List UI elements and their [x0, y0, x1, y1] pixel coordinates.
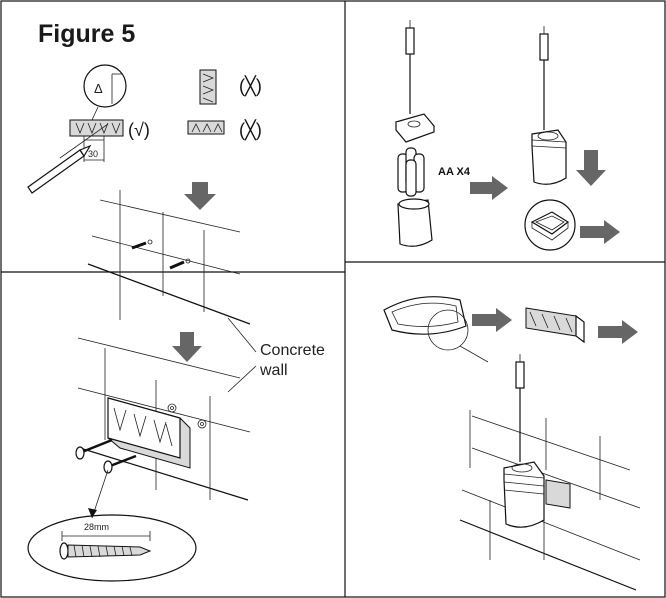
arrow-down-3	[576, 150, 606, 186]
ring-magnifier	[524, 199, 576, 251]
concrete-leader-1	[227, 317, 257, 353]
wall-bracket-mounted	[107, 397, 207, 469]
battery-lid	[395, 113, 436, 143]
drilled-wall	[87, 190, 251, 325]
arrow-right-3	[472, 308, 512, 332]
mount-bracket-correct: 30	[69, 119, 124, 162]
alignment-magnifier: Δ	[83, 64, 127, 121]
screws	[75, 438, 137, 519]
battery-housing	[397, 198, 433, 247]
assembled-device	[531, 129, 567, 185]
dimension-label: 30	[88, 149, 98, 159]
triangle-mark: Δ	[94, 81, 103, 96]
screw-length-label: 28mm	[84, 522, 109, 532]
batteries-label: AA X4	[438, 166, 471, 178]
cross-mark-bottom: (╳)	[239, 119, 262, 141]
power-cable-top	[405, 20, 415, 114]
final-wall	[459, 410, 641, 591]
mount-bracket-wrong-flipped	[187, 120, 225, 135]
power-cable-assembled	[539, 26, 549, 130]
bracket-side-view	[525, 307, 585, 344]
cross-mark-top: (╳)	[239, 75, 262, 97]
ring-gasket-large	[383, 296, 489, 363]
figure-title: Figure 5	[38, 20, 135, 48]
arrow-right-1	[470, 176, 508, 200]
arrow-down-2	[172, 332, 202, 362]
concrete-wall-label-line2: wall	[259, 362, 288, 379]
mount-bracket-wrong-vertical	[199, 69, 217, 105]
arrow-down-1	[184, 182, 216, 210]
concrete-wall-label-line1: Concrete	[260, 342, 325, 359]
aa-batteries	[397, 147, 425, 197]
mounting-wall	[77, 272, 251, 501]
mounted-device	[503, 354, 571, 528]
pencil	[27, 123, 109, 194]
arrow-right-2	[580, 220, 620, 244]
screw-detail-callout: 28mm	[27, 514, 197, 582]
check-mark: (√)	[128, 120, 150, 140]
concrete-leader-2	[227, 365, 257, 393]
arrow-right-4	[598, 320, 638, 344]
